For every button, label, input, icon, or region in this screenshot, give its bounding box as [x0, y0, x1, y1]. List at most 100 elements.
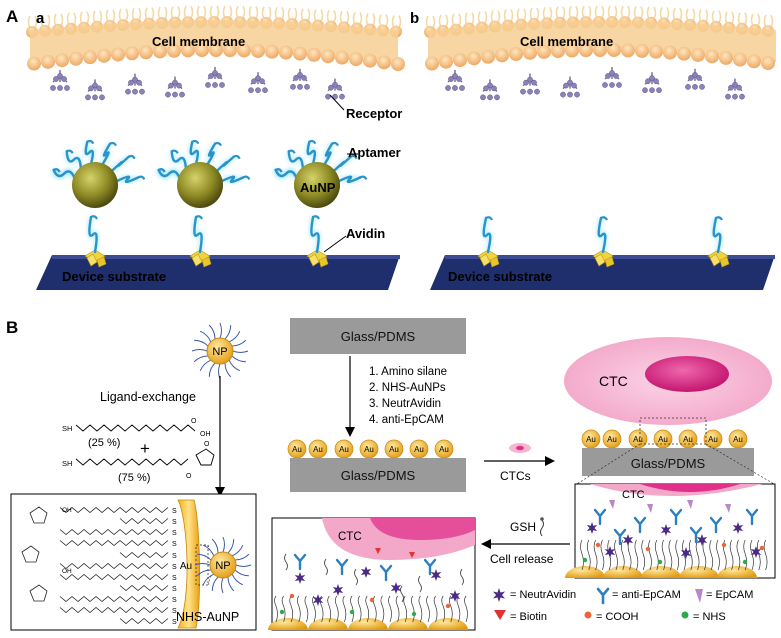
- capture-zoom-box: [574, 483, 776, 579]
- surface-ligand: [350, 595, 354, 623]
- lipid-head: [467, 51, 481, 66]
- np-ligand: [228, 359, 241, 372]
- lipid-head: [495, 48, 509, 63]
- lipid-head: [537, 44, 551, 59]
- au-bead-label: Au: [414, 445, 424, 454]
- anti-epcam: [293, 553, 307, 571]
- pct-75-label: (75 %): [118, 472, 150, 484]
- neutravidin-star: [449, 590, 461, 602]
- au-bead-label: Au: [658, 435, 668, 444]
- aptamer-strand: [597, 216, 607, 254]
- cell-membrane-b: [424, 5, 776, 71]
- nhs-icon: [681, 611, 689, 619]
- lipid-head: [27, 56, 41, 71]
- device-substrate-a: [36, 255, 400, 290]
- svg-text:SH: SH: [62, 424, 72, 433]
- lipid-head: [167, 43, 181, 58]
- np-ligand: [224, 362, 232, 378]
- svg-text:O: O: [191, 418, 197, 425]
- legend-cooh: = COOH: [596, 611, 639, 623]
- lipid-head: [593, 43, 607, 58]
- nhs-group: [582, 557, 588, 563]
- svg-text:OH: OH: [200, 431, 211, 438]
- np-ligand: [202, 544, 215, 557]
- nhs-group: [279, 609, 285, 615]
- neutravidin-star: [586, 522, 598, 534]
- aptamer-strand: [337, 175, 362, 184]
- surface-ligand: [281, 595, 286, 623]
- aptamer-strand: [110, 155, 130, 173]
- lipid-head: [83, 50, 97, 65]
- surface-ligand: [648, 539, 652, 571]
- aptamer-strand: [193, 215, 203, 254]
- au-surface-slab: [177, 499, 201, 629]
- gsh-molecule: [284, 553, 288, 571]
- svg-text:SH: SH: [62, 459, 72, 468]
- aptamer-strand: [310, 215, 320, 254]
- lipid-head: [677, 46, 691, 61]
- epcam: [725, 504, 731, 513]
- cell-membrane-a: [26, 5, 405, 71]
- ctc-nucleus-right: [645, 356, 729, 392]
- step-3: 3. NeutrAvidin: [369, 398, 441, 410]
- gold-nanoparticle: [177, 162, 223, 208]
- epcam: [687, 500, 693, 509]
- modification-steps: 1. Amino silane 2. NHS-AuNPs 3. NeutrAvi…: [369, 366, 447, 426]
- lipid-head: [69, 51, 83, 66]
- np-ligand: [197, 553, 212, 561]
- np-ligand: [194, 339, 209, 347]
- aptamers-on-avidin-b: [477, 216, 730, 268]
- surface-ligand: [296, 595, 301, 623]
- np-ligand: [208, 362, 216, 377]
- legend: = NeutrAvidin = anti-EpCAM = EpCAM = Bio…: [492, 587, 753, 623]
- aptamer-strand: [712, 216, 722, 254]
- legend-neutravidin: = NeutrAvidin: [510, 589, 576, 601]
- receptor-label: Receptor: [346, 106, 402, 121]
- surface-ligand: [304, 595, 309, 623]
- surface-ligand: [716, 539, 720, 571]
- epcam-icon: [695, 589, 703, 603]
- lipid-head: [719, 50, 733, 65]
- lipid-head: [181, 43, 195, 58]
- svg-text:S: S: [172, 553, 177, 560]
- alkyl-chain: [119, 617, 169, 625]
- au-slab-label: Au: [180, 561, 192, 572]
- neutravidin-star: [312, 594, 324, 606]
- lipid-head: [307, 47, 321, 62]
- aptamer-strand: [65, 150, 83, 170]
- np-with-ligands-box: NP: [194, 536, 252, 594]
- lipid-head: [265, 44, 279, 59]
- gsh-molecule: [354, 568, 358, 586]
- au-bead-label: Au: [586, 435, 596, 444]
- au-surface-bump: [308, 618, 348, 630]
- legend-epcam: = EpCAM: [706, 589, 753, 601]
- np-ligand: [222, 536, 225, 553]
- np-label-box: NP: [215, 560, 230, 572]
- aunp-label: AuNP: [300, 180, 336, 195]
- glass-pdms-top: [290, 318, 466, 354]
- anti-epcam: [423, 558, 437, 576]
- au-surface-bump: [565, 566, 605, 578]
- lipid-head: [551, 44, 565, 59]
- lipid-head: [565, 43, 579, 58]
- surface-ligand: [365, 595, 370, 623]
- neutravidin-star: [360, 566, 372, 578]
- subpanel-a-label: a: [36, 10, 45, 27]
- np-ligand: [235, 564, 252, 567]
- np-ligand: [193, 355, 209, 363]
- surface-ligand: [426, 595, 430, 623]
- svg-text:S: S: [172, 541, 177, 548]
- aptamer-strand: [274, 168, 298, 179]
- lipid-head: [363, 53, 377, 68]
- neutravidin-star: [390, 582, 402, 594]
- cell-membrane-label-b: Cell membrane: [520, 34, 613, 49]
- surface-ligand: [448, 595, 453, 623]
- au-bead-label: Au: [364, 445, 374, 454]
- aptamer-strand: [482, 216, 492, 254]
- gsh-label: GSH: [510, 520, 536, 534]
- ctc-label-right: CTC: [599, 373, 628, 389]
- lipid-head: [97, 48, 111, 63]
- device-substrate-label-b: Device substrate: [448, 269, 552, 284]
- np-ligand: [208, 324, 216, 340]
